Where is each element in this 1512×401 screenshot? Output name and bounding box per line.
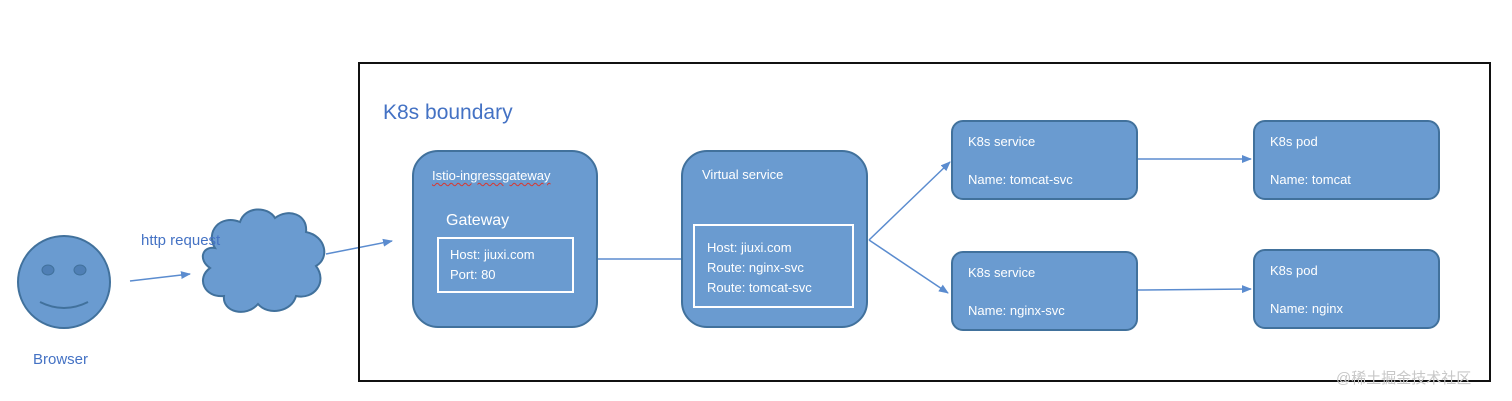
arrow-browser-to-cloud — [129, 271, 191, 282]
k8s-pod-nginx-node[interactable]: K8s pod Name: nginx — [1253, 249, 1440, 329]
arrow-nginx-svc-to-nginx-pod — [1137, 285, 1252, 294]
pod-nginx-title: K8s pod — [1270, 263, 1318, 278]
http-request-label: http request — [141, 232, 221, 249]
arrow-virtual-service-to-tomcat-svc — [868, 161, 951, 241]
arrow-virtual-service-to-nginx-svc — [868, 239, 949, 294]
pod-nginx-name: Name: nginx — [1270, 301, 1343, 316]
gateway-config-box: Host: jiuxi.com Port: 80 — [437, 237, 574, 293]
browser-label: Browser — [33, 351, 89, 368]
virtual-service-node-title: Virtual service — [702, 167, 784, 182]
vs-route-nginx-line: Route: nginx-svc — [707, 260, 804, 275]
istio-ingressgateway-node[interactable]: Istio-ingressgateway Gateway Host: jiuxi… — [412, 150, 598, 328]
browser-face-icon — [17, 235, 111, 329]
vs-host-line: Host: jiuxi.com — [707, 240, 792, 255]
k8s-boundary — [358, 62, 1491, 382]
pod-tomcat-name: Name: tomcat — [1270, 172, 1351, 187]
gateway-port-line: Port: 80 — [450, 267, 496, 282]
watermark-text: @稀土掘金技术社区 — [1336, 370, 1472, 387]
boundary-title: K8s boundary — [383, 101, 513, 124]
pod-tomcat-title: K8s pod — [1270, 134, 1318, 149]
service-nginx-title: K8s service — [968, 265, 1036, 280]
k8s-service-nginx-node[interactable]: K8s service Name: nginx-svc — [951, 251, 1138, 331]
virtual-service-node[interactable]: Virtual service Host: jiuxi.com Route: n… — [681, 150, 868, 328]
cloud-icon — [201, 208, 326, 313]
gateway-node-subtitle: Gateway — [446, 212, 510, 229]
k8s-service-tomcat-node[interactable]: K8s service Name: tomcat-svc — [951, 120, 1138, 200]
service-nginx-name: Name: nginx-svc — [968, 303, 1065, 318]
k8s-pod-tomcat-node[interactable]: K8s pod Name: tomcat — [1253, 120, 1440, 200]
vs-route-tomcat-line: Route: tomcat-svc — [707, 280, 812, 295]
service-tomcat-title: K8s service — [968, 134, 1036, 149]
gateway-node-title: Istio-ingressgateway — [432, 168, 551, 183]
service-tomcat-name: Name: tomcat-svc — [968, 172, 1073, 187]
gateway-host-line: Host: jiuxi.com — [450, 247, 535, 262]
virtual-service-config-box: Host: jiuxi.com Route: nginx-svc Route: … — [693, 224, 854, 308]
